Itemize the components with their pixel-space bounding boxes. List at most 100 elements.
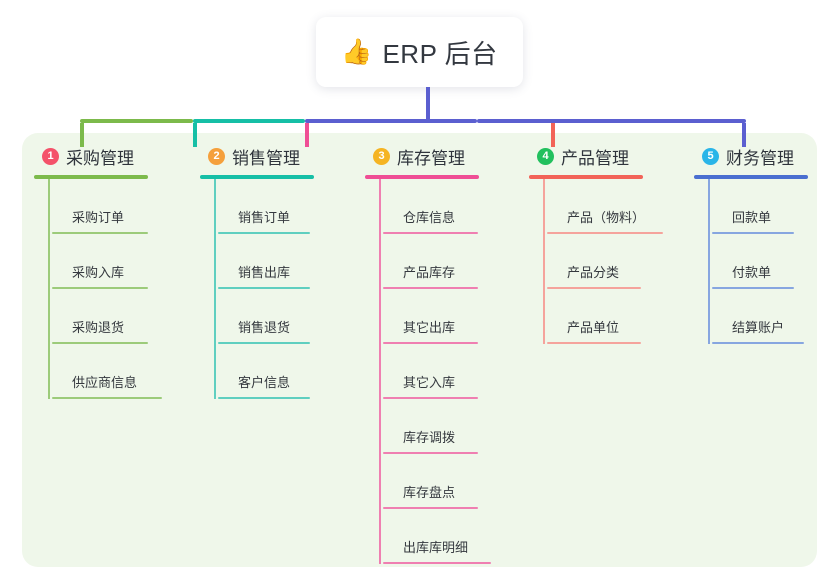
branch-spine-sales <box>214 179 216 399</box>
leaf-node[interactable]: 回款单 <box>712 179 824 234</box>
branch-rule-inventory <box>365 175 479 179</box>
branch-rule-sales <box>200 175 314 179</box>
root-stem-connector <box>426 87 430 123</box>
bar-right <box>305 119 477 123</box>
leaf-node[interactable]: 产品分类 <box>547 234 677 289</box>
leaf-rule <box>547 342 641 344</box>
branch-rule-product <box>529 175 643 179</box>
leaf-node[interactable]: 客户信息 <box>218 344 348 399</box>
leaf-node[interactable]: 库存调拨 <box>383 399 513 454</box>
branch-items-purchase: 采购订单采购入库采购退货供应商信息 <box>34 179 182 399</box>
leaf-rule <box>383 507 478 509</box>
branch-items-inventory: 仓库信息产品库存其它出库其它入库库存调拨库存盘点出库库明细 <box>365 179 513 564</box>
leaf-rule <box>52 342 148 344</box>
branch-title-finance: 财务管理 <box>726 148 794 168</box>
leaf-node[interactable]: 供应商信息 <box>52 344 182 399</box>
leaf-label: 采购退货 <box>72 320 125 335</box>
drop-product <box>551 123 555 147</box>
leaf-node[interactable]: 其它入库 <box>383 344 513 399</box>
leaf-node[interactable]: 仓库信息 <box>383 179 513 234</box>
leaf-node[interactable]: 付款单 <box>712 234 824 289</box>
branch-badge-inventory: 3 <box>373 147 390 165</box>
leaf-node[interactable]: 库存盘点 <box>383 454 513 509</box>
leaf-node[interactable]: 销售订单 <box>218 179 348 234</box>
leaf-rule <box>383 452 478 454</box>
diagram-panel <box>22 133 817 567</box>
leaf-label: 其它出库 <box>403 320 456 335</box>
leaf-label: 销售出库 <box>238 265 291 280</box>
leaf-rule <box>712 342 804 344</box>
leaf-node[interactable]: 产品单位 <box>547 289 677 344</box>
leaf-label: 供应商信息 <box>72 375 138 390</box>
leaf-rule <box>547 287 641 289</box>
leaf-rule <box>218 232 310 234</box>
thumbs-up-icon: 👍 <box>341 37 373 66</box>
leaf-label: 其它入库 <box>403 375 456 390</box>
leaf-label: 客户信息 <box>238 375 291 390</box>
branch-header-product[interactable]: 4 产品管理 <box>529 143 677 169</box>
root-node[interactable]: 👍 ERP 后台 <box>316 17 523 87</box>
root-title: ERP 后台 <box>382 38 498 69</box>
branch-title-sales: 销售管理 <box>232 148 300 168</box>
leaf-node[interactable]: 其它出库 <box>383 289 513 344</box>
leaf-label: 产品分类 <box>567 265 620 280</box>
drop-inventory <box>305 123 309 147</box>
branch-spine-product <box>543 179 545 344</box>
leaf-label: 采购入库 <box>72 265 125 280</box>
leaf-label: 采购订单 <box>72 210 125 225</box>
branch-badge-finance: 5 <box>702 147 719 165</box>
branch-title-product: 产品管理 <box>561 148 629 168</box>
leaf-node[interactable]: 销售退货 <box>218 289 348 344</box>
leaf-label: 付款单 <box>732 265 772 280</box>
leaf-rule <box>547 232 663 234</box>
leaf-node[interactable]: 结算账户 <box>712 289 824 344</box>
branch-spine-finance <box>708 179 710 344</box>
drop-sales <box>193 123 197 147</box>
branch-header-finance[interactable]: 5 财务管理 <box>694 143 824 169</box>
leaf-node[interactable]: 采购订单 <box>52 179 182 234</box>
leaf-rule <box>383 562 491 564</box>
leaf-label: 产品库存 <box>403 265 456 280</box>
branch-items-sales: 销售订单销售出库销售退货客户信息 <box>200 179 348 399</box>
branch-badge-purchase: 1 <box>42 147 59 165</box>
drop-finance <box>742 123 746 147</box>
leaf-label: 库存调拨 <box>403 430 456 445</box>
leaf-label: 销售订单 <box>238 210 291 225</box>
leaf-label: 产品单位 <box>567 320 620 335</box>
leaf-label: 产品（物料） <box>567 210 646 225</box>
leaf-label: 回款单 <box>732 210 772 225</box>
branch-rule-purchase <box>34 175 148 179</box>
leaf-rule <box>218 287 310 289</box>
leaf-label: 结算账户 <box>732 320 785 335</box>
branch-badge-product: 4 <box>537 147 554 165</box>
leaf-rule <box>218 397 310 399</box>
branch-title-purchase: 采购管理 <box>66 148 134 168</box>
leaf-node[interactable]: 产品（物料） <box>547 179 677 234</box>
leaf-node[interactable]: 销售出库 <box>218 234 348 289</box>
branch-items-product: 产品（物料） 产品分类产品单位 <box>529 179 677 344</box>
leaf-rule <box>52 287 148 289</box>
branch-column-product: 4 产品管理产品（物料） 产品分类产品单位 <box>529 143 677 344</box>
leaf-rule <box>383 342 478 344</box>
leaf-node[interactable]: 出库库明细 <box>383 509 513 564</box>
leaf-rule <box>52 232 148 234</box>
branch-header-purchase[interactable]: 1 采购管理 <box>34 143 182 169</box>
leaf-node[interactable]: 采购退货 <box>52 289 182 344</box>
leaf-node[interactable]: 产品库存 <box>383 234 513 289</box>
leaf-rule <box>52 397 162 399</box>
leaf-rule <box>712 232 794 234</box>
leaf-label: 销售退货 <box>238 320 291 335</box>
leaf-label: 仓库信息 <box>403 210 456 225</box>
leaf-node[interactable]: 采购入库 <box>52 234 182 289</box>
bar-sales <box>193 119 305 123</box>
branch-items-finance: 回款单付款单结算账户 <box>694 179 824 344</box>
drop-purchase <box>80 123 84 147</box>
branch-spine-inventory <box>379 179 381 564</box>
leaf-rule <box>383 397 478 399</box>
branch-spine-purchase <box>48 179 50 399</box>
branch-rule-finance <box>694 175 808 179</box>
